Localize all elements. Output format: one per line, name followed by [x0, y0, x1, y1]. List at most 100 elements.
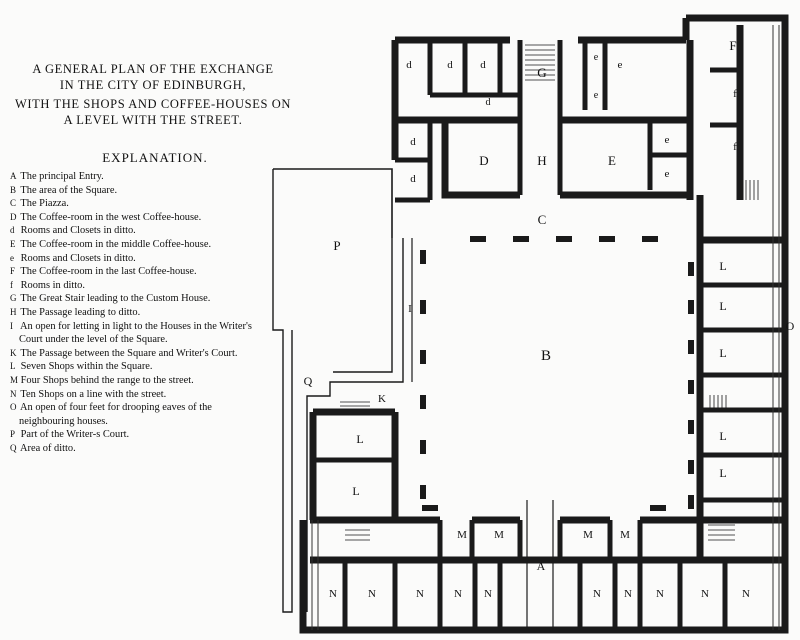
plan-label-L: L	[356, 432, 363, 446]
legend-key: L	[10, 361, 16, 372]
d-closet-walls	[427, 40, 520, 98]
legend-text: The principal Entry.	[18, 171, 104, 182]
legend-text: The Passage leading to ditto.	[18, 306, 141, 318]
l-shop-walls	[700, 282, 785, 503]
legend-text: Ten Shops on a line with the street.	[18, 388, 167, 400]
plan-label-N: N	[454, 588, 462, 600]
staircases	[340, 44, 759, 541]
plan-label-K: K	[378, 393, 386, 405]
plan-label-N: N	[701, 588, 709, 600]
legend-item: G The Great Stair leading to the Custom …	[5, 292, 267, 306]
legend-item: N Ten Shops on a line with the street.	[5, 388, 267, 402]
plan-label-N: N	[416, 588, 424, 600]
legend-item: d Rooms and Closets in ditto.	[5, 224, 267, 238]
plan-label-L: L	[719, 466, 726, 480]
legend-text: An open of four feet for drooping eaves …	[18, 402, 212, 427]
legend-item: P Part of the Writer-s Court.	[5, 428, 267, 442]
plan-label-N: N	[484, 588, 492, 600]
plan-label-L: L	[719, 299, 726, 313]
plan-title: A General Plan of the Exchange in the Ci…	[8, 62, 298, 128]
plan-label-d: d	[410, 173, 416, 185]
legend-text: Seven Shops within the Square.	[18, 361, 153, 373]
principal-entry-passage	[526, 500, 554, 630]
f-room-walls	[710, 67, 740, 128]
legend-key: I	[10, 320, 13, 331]
wall-shading	[311, 25, 780, 630]
title-line-3: With the Shops and Coffee-houses on	[15, 97, 291, 111]
legend-key: d	[10, 225, 15, 236]
legend-key: e	[10, 252, 14, 263]
plan-label-d: d	[406, 59, 412, 71]
plan-label-L: L	[719, 259, 726, 273]
legend-item: I An open for letting in light to the Ho…	[5, 320, 267, 347]
plan-label-E: E	[608, 153, 616, 168]
legend-text: The Coffee-room in the last Coffee-house…	[18, 266, 197, 278]
legend-key: P	[10, 429, 16, 440]
legend-text: The Coffee-room in the middle Coffee-hou…	[18, 238, 212, 250]
legend-text: Rooms and Closets in ditto.	[18, 225, 136, 237]
legend-key: Q	[10, 442, 17, 453]
n-shop-walls	[342, 560, 728, 630]
outer-wall	[299, 14, 789, 634]
legend-key: G	[10, 293, 17, 304]
plan-label-H: H	[537, 153, 546, 168]
legend-key: f	[10, 279, 13, 290]
plan-label-e: e	[618, 59, 623, 71]
legend-key: M	[10, 374, 19, 385]
piazza-pillars	[420, 236, 694, 511]
title-line-1: A General Plan of the Exchange	[32, 62, 274, 76]
legend-item: K The Passage between the Square and Wri…	[5, 347, 267, 361]
plan-label-f: f	[733, 141, 737, 153]
legend-text: Rooms in ditto.	[18, 279, 85, 291]
plan-label-F: F	[729, 38, 736, 53]
plan-label-L: L	[352, 484, 359, 498]
legend-text: The Passage between the Square and Write…	[18, 347, 238, 359]
plan-label-I: I	[408, 303, 412, 315]
plan-label-d: d	[480, 59, 486, 71]
plan-label-M: M	[583, 529, 593, 541]
title-line-2: in the City of Edinburgh,	[59, 77, 247, 92]
plan-label-G: G	[537, 65, 546, 80]
legend-key: H	[10, 306, 17, 317]
plan-label-M: M	[620, 529, 630, 541]
legend-item: Q Area of ditto.	[5, 442, 267, 456]
legend-text: Area of ditto.	[18, 442, 76, 454]
legend-key: F	[10, 266, 16, 277]
legend-key: E	[10, 238, 16, 249]
legend-text: Four Shops behind the range to the stree…	[18, 374, 194, 386]
title-line-4: a level with the Street.	[63, 112, 243, 127]
explanation-heading: Explanation.	[102, 150, 208, 165]
plan-label-D: D	[479, 153, 488, 168]
plan-label-e: e	[594, 90, 599, 101]
plan-label-e: e	[594, 52, 599, 63]
plan-label-Q: Q	[304, 374, 313, 388]
legend-key: C	[10, 198, 17, 209]
legend-item: e Rooms and Closets in ditto.	[5, 252, 267, 266]
legend-item: A The principal Entry.	[5, 170, 267, 184]
plan-label-f: f	[733, 88, 737, 100]
legend-item: O An open of four feet for drooping eave…	[5, 401, 267, 428]
legend-key: N	[10, 388, 17, 399]
plan-label-d: d	[410, 136, 416, 148]
legend-text: Rooms and Closets in ditto.	[18, 252, 136, 264]
legend-text: The area of the Square.	[18, 184, 118, 196]
legend-key: B	[10, 184, 17, 195]
plan-label-d: d	[447, 59, 453, 71]
plan-label-N: N	[624, 588, 632, 600]
east-coffee-walls	[686, 25, 744, 200]
writers-court-lower-outline	[272, 169, 293, 613]
legend-item: F The Coffee-room in the last Coffee-hou…	[5, 265, 267, 279]
legend-text: The Great Stair leading to the Custom Ho…	[18, 293, 211, 305]
e-room-walls	[582, 40, 690, 190]
plan-label-L: L	[719, 346, 726, 360]
legend-item: D The Coffee-room in the west Coffee-hou…	[5, 211, 267, 225]
legend-item: C The Piazza.	[5, 197, 267, 211]
k-block-walls	[309, 408, 399, 520]
legend-text: An open for letting in light to the Hous…	[18, 320, 252, 346]
legend-item: f Rooms in ditto.	[5, 279, 267, 293]
legend-item: H The Passage leading to ditto.	[5, 306, 267, 320]
legend-key: O	[10, 402, 17, 413]
legend-item: L Seven Shops within the Square.	[5, 360, 267, 374]
